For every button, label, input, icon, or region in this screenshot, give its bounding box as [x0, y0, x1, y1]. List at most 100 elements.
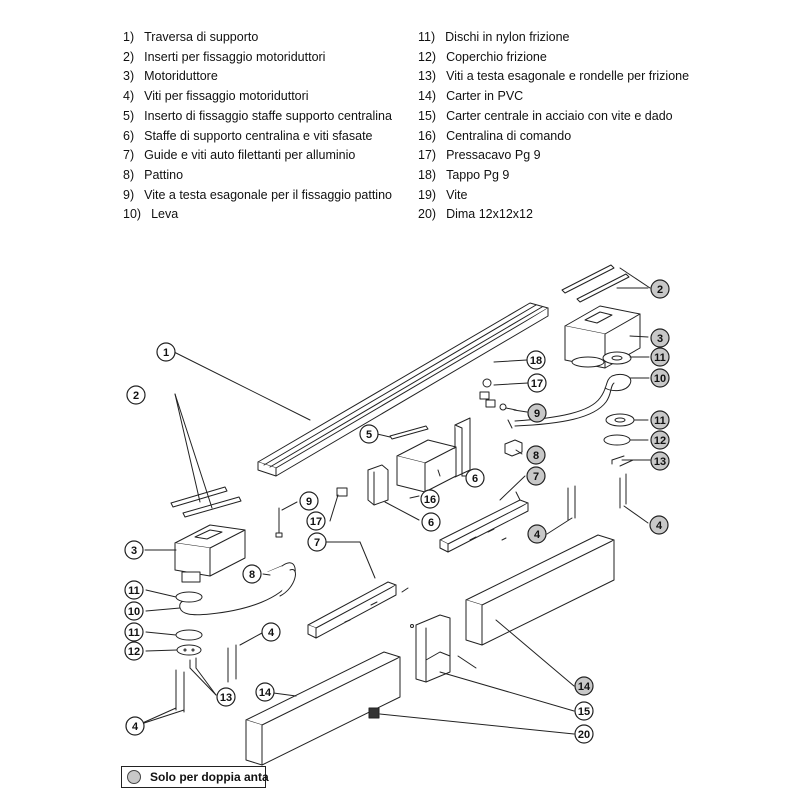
double-leaf-marker-icon	[127, 770, 141, 784]
callout-label: 3	[131, 545, 137, 557]
callout-double-leaf: 11	[650, 347, 670, 367]
legend-item-number: 16)	[418, 128, 437, 143]
jig-cube-part	[368, 707, 380, 719]
legend-item-text: Vite	[446, 187, 468, 202]
gearmotor-left-part	[174, 524, 246, 583]
legend-item: 12) Coperchio frizione	[418, 50, 547, 64]
legend-item-text: Guide e viti auto filettanti per allumin…	[144, 148, 356, 163]
callout-label: 14	[259, 687, 272, 699]
steel-carter-central	[410, 614, 477, 683]
callout-double-leaf: 9	[527, 403, 547, 423]
callout: 17	[306, 511, 326, 531]
shoe-screw-left	[275, 487, 348, 538]
callout-double-leaf: 7	[526, 466, 546, 486]
callout-label: 9	[534, 408, 540, 420]
callout-label: 13	[220, 692, 232, 704]
legend-item-number: 19)	[418, 187, 437, 202]
callout: 6	[465, 468, 485, 488]
legend-item: 14)Carter in PVC	[418, 89, 523, 103]
legend-item-text: Coperchio frizione	[446, 49, 547, 64]
legend-item: 6) Staffe di supporto centralina e viti s…	[123, 129, 373, 143]
callout: 20	[574, 724, 594, 744]
legend-item: 10)Leva	[123, 207, 178, 221]
callout-label: 2	[133, 390, 139, 402]
legend-item-text: Staffe di supporto centralina e viti sfa…	[144, 128, 373, 143]
legend-item-number: 17)	[418, 148, 437, 163]
legend-item-text: Leva	[151, 207, 179, 222]
callout-double-leaf: 4	[649, 515, 669, 535]
callout: 11	[124, 580, 144, 600]
callout: 1	[156, 342, 176, 362]
control-bracket-upper	[454, 417, 471, 478]
guide-lower-part	[307, 581, 409, 639]
callout-double-leaf: 12	[650, 430, 670, 450]
control-bracket-lower	[367, 464, 389, 506]
legend-item: 17)Pressacavo Pg 9	[418, 148, 541, 162]
callout-label: 5	[366, 429, 372, 441]
callout-label: 11	[654, 352, 666, 364]
callout-label: 12	[654, 435, 666, 447]
legend-item: 11) Dischi in nylon frizione	[418, 30, 570, 44]
callout-label: 17	[531, 378, 543, 390]
callout: 9	[299, 491, 319, 511]
legend-item-number: 4)	[123, 89, 135, 104]
shoe-right-part	[504, 439, 523, 457]
callout: 12	[124, 641, 144, 661]
legend-item-number: 11)	[418, 30, 436, 44]
legend-item-number: 7)	[123, 148, 135, 163]
legend-item-number: 12)	[418, 49, 437, 64]
nylon-discs-right	[602, 351, 635, 446]
callout-label: 15	[578, 706, 590, 718]
callout: 13	[216, 687, 236, 707]
callout-label: 12	[128, 646, 140, 658]
callout: 8	[242, 564, 262, 584]
legend-item-number: 15)	[418, 108, 437, 123]
motor-screws-left	[175, 669, 185, 713]
control-unit-part	[396, 439, 457, 493]
callout-label: 6	[428, 517, 434, 529]
legend-item-text: Vite a testa esagonale per il fissaggio …	[144, 187, 392, 202]
legend-item-text: Pattino	[144, 167, 184, 182]
legend-item-number: 18)	[418, 167, 437, 182]
leader-lines	[137, 267, 651, 735]
legend-item: 2)Inserti per fissaggio motoriduttori	[123, 50, 325, 64]
legend-item: 5)Inserto di fissaggio staffe supporto c…	[123, 109, 392, 123]
legend-item-text: Motoriduttore	[144, 69, 218, 84]
callout-label: 10	[654, 373, 666, 385]
legend-note-text: Solo per doppia anta	[150, 770, 269, 784]
callout-label: 13	[654, 456, 666, 468]
pvc-carter-left	[245, 651, 401, 766]
legend-item-text: Viti per fissaggio motoriduttori	[144, 89, 309, 104]
callout-label: 11	[128, 627, 140, 639]
callout: 2	[126, 385, 146, 405]
callout: 4	[261, 622, 281, 642]
legend-item: 4) Viti per fissaggio motoriduttori	[123, 89, 309, 103]
legend-item: 19) Vite	[418, 188, 467, 202]
insert-pair-top-right	[561, 264, 630, 303]
legend-item-text: Inserti per fissaggio motoriduttori	[144, 49, 326, 64]
legend-item-number: 14)	[418, 89, 437, 104]
callout: 5	[359, 424, 379, 444]
callout-label: 10	[128, 606, 140, 618]
legend-item-text: Centralina di comando	[446, 128, 572, 143]
callout: 4	[125, 716, 145, 736]
callout: 7	[307, 532, 327, 552]
callout: 11	[124, 622, 144, 642]
legend-item: 16) Centralina di comando	[418, 129, 571, 143]
callout-double-leaf: 4	[527, 524, 547, 544]
legend-item: 7) Guide e viti auto filettanti per allum…	[123, 148, 355, 162]
legend-item: 13)Viti a testa esagonale e rondelle per…	[418, 69, 689, 83]
legend-note: Solo per doppia anta	[121, 766, 269, 788]
legend-item-text: Inserto di fissaggio staffe supporto cen…	[144, 108, 392, 123]
legend-item-number: 8)	[123, 167, 135, 182]
legend-item-text: Dischi in nylon frizione	[445, 30, 570, 44]
legend-item-number: 1)	[123, 30, 135, 44]
legend-item-number: 6)	[123, 128, 135, 143]
legend-item: 18)Tappo Pg 9	[418, 168, 509, 182]
callout-label: 18	[530, 355, 542, 367]
legend-item: 3)Motoriduttore	[123, 69, 218, 83]
legend-item: 9)Vite a testa esagonale per il fissaggi…	[123, 188, 392, 202]
callout-label: 3	[657, 333, 663, 345]
callout: 3	[124, 540, 144, 560]
